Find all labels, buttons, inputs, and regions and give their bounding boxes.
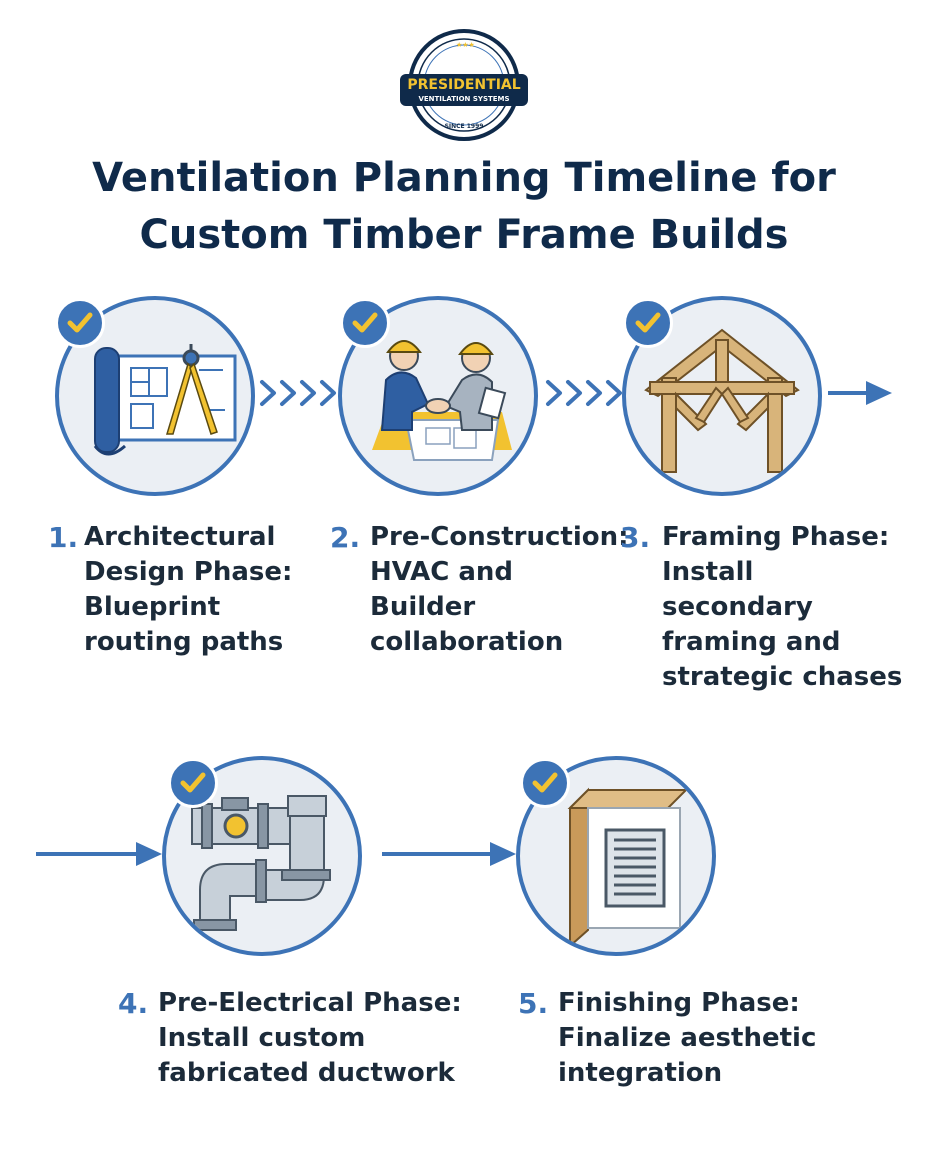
step-2-label-line: Pre-Construction: [370,522,629,552]
chevron-connector-2-3 [546,380,622,406]
step-4-check-icon [168,758,218,808]
company-logo: ★★★ PRESIDENTIAL VENTILATION SYSTEMS SIN… [398,28,530,142]
step-1-label-line: Design Phase: [84,557,293,587]
step-3-label-line: Framing Phase: [662,522,890,552]
step-2-number: 2. [330,521,361,554]
seal-logo-icon: ★★★ PRESIDENTIAL VENTILATION SYSTEMS SIN… [400,29,528,141]
step-1-number: 1. [48,521,79,554]
arrow-connector-3-out [828,381,892,405]
step-1-label-line: Architectural [84,522,276,552]
step-5-check-icon [520,758,570,808]
step-3-check-icon [623,298,673,348]
step-2-label: Pre-Construction: HVAC and Builder colla… [370,520,629,660]
step-3-label-line: strategic chases [662,662,903,692]
ductwork-pipe-icon [191,795,331,931]
step-2-label-line: Builder [370,592,476,622]
step-5-label-line: integration [558,1058,723,1088]
step-4-number: 4. [118,987,149,1020]
step-1-label-line: routing paths [84,627,284,657]
step-5-label: Finishing Phase: Finalize aesthetic inte… [558,986,816,1091]
step-2-label-line: HVAC and [370,557,514,587]
step-3-label-line: Install [662,557,754,587]
step-2-label-line: collaboration [370,627,564,657]
step-5-label-line: Finishing Phase: [558,988,800,1018]
vent-grille-icon [567,787,689,949]
arrow-connector-in-4 [36,842,162,866]
logo-brand-text: PRESIDENTIAL [407,77,520,93]
timber-frame-icon [644,328,800,473]
step-4-label-line: fabricated ductwork [158,1058,455,1088]
step-3-label: Framing Phase: Install secondary framing… [662,520,902,695]
step-2-check-icon [340,298,390,348]
step-4-label-line: Pre-Electrical Phase: [158,988,462,1018]
step-1-check-icon [55,298,105,348]
page-title-line-2: Custom Timber Frame Builds [139,212,789,258]
chevron-connector-1-2 [260,380,336,406]
step-3-label-line: framing and [662,627,841,657]
logo-since-text: SINCE 1999 [445,123,484,130]
blueprint-compass-icon [93,344,237,456]
logo-sub-text: VENTILATION SYSTEMS [418,95,509,103]
step-3-label-line: secondary [662,592,813,622]
arrow-connector-4-5 [382,842,516,866]
step-4-label: Pre-Electrical Phase: Install custom fab… [158,986,462,1091]
step-1-label: Architectural Design Phase: Blueprint ro… [84,520,292,660]
svg-text:★★★: ★★★ [456,41,475,49]
handshake-builders-icon [372,340,512,461]
step-4-label-line: Install custom [158,1023,366,1053]
page-title-line-1: Ventilation Planning Timeline for [92,155,836,201]
step-5-number: 5. [518,987,549,1020]
step-5-label-line: Finalize aesthetic [558,1023,817,1053]
step-1-label-line: Blueprint [84,592,221,622]
step-3-number: 3. [620,521,651,554]
step-1-illustration [55,296,255,496]
